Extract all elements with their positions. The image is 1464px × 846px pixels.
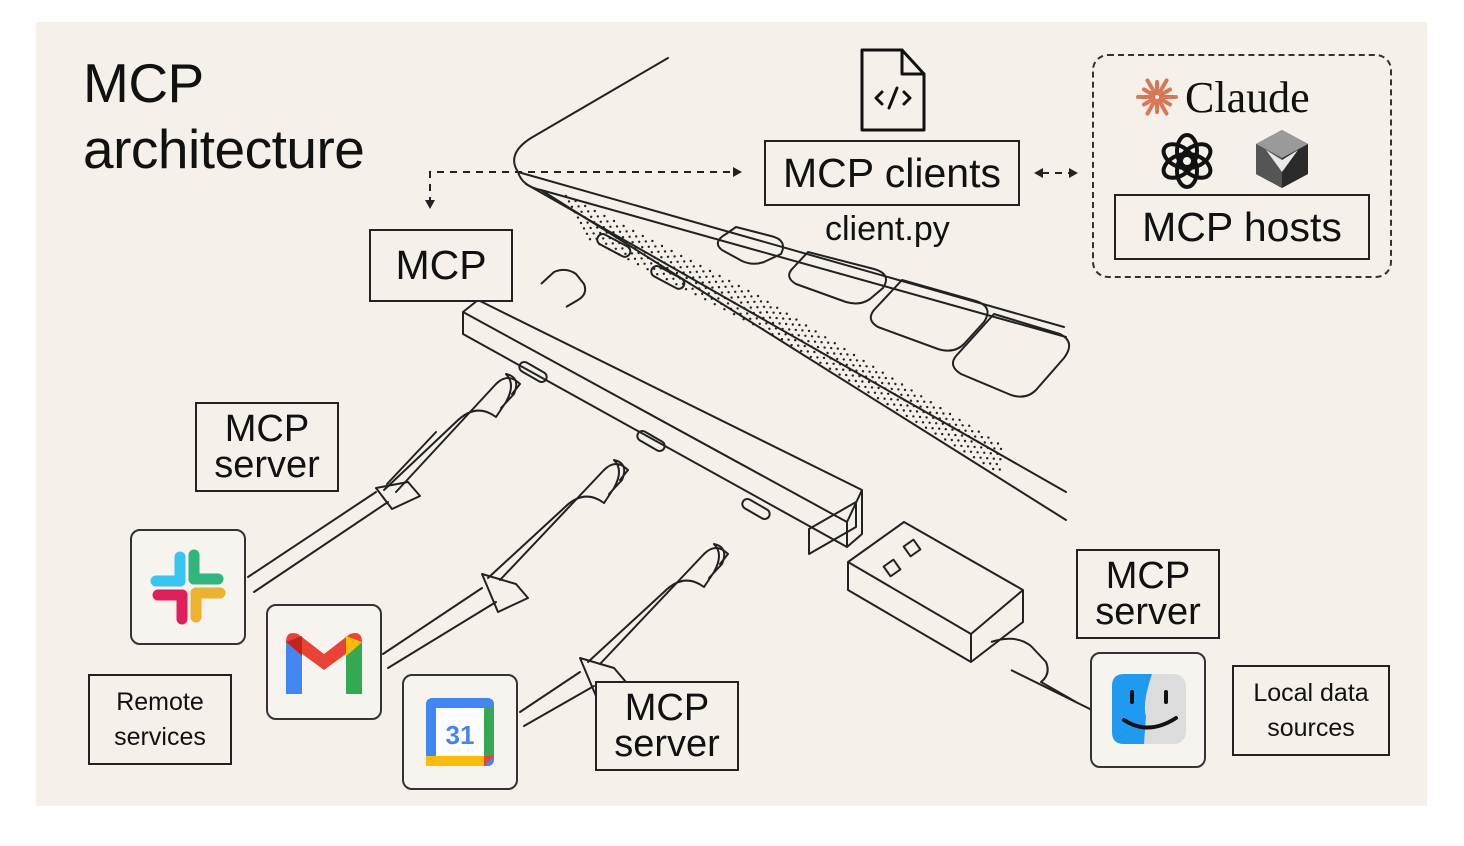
title-line-1: MCP [83, 52, 204, 114]
gmail-tile [266, 604, 382, 720]
calendar-tile: 31 [402, 674, 518, 790]
mcp-server-box-bottom: MCP server [595, 681, 739, 771]
mcp-label: MCP [395, 242, 487, 288]
laptop-ports [596, 233, 686, 290]
finder-tile [1090, 652, 1206, 768]
openai-icon [1161, 133, 1213, 189]
mcp-server-box-right: MCP server [1076, 549, 1220, 639]
local-data-sources-line-1: Local data [1253, 678, 1369, 707]
remote-services-line-1: Remote [116, 687, 204, 716]
title-line-2: architecture [83, 118, 365, 180]
cube-icon [1256, 130, 1308, 188]
local-data-sources-box: Local data sources [1232, 665, 1390, 756]
gmail-icon [286, 633, 362, 694]
mcp-server-bottom-line-2: server [614, 723, 720, 765]
speaker-grille [564, 194, 1003, 471]
google-calendar-icon: 31 [426, 698, 494, 766]
mcp-server-bottom-line-1: MCP [624, 687, 710, 729]
mcp-hosts-box: MCP hosts [1114, 194, 1370, 260]
calendar-day: 31 [446, 720, 475, 750]
mcp-server-top-line-1: MCP [224, 408, 310, 450]
remote-services-line-2: services [114, 722, 206, 751]
usb-a-plug [847, 521, 1097, 713]
slack-icon [150, 549, 226, 625]
mcp-clients-label: MCP clients [783, 149, 1001, 196]
mcp-server-right-line-1: MCP [1105, 555, 1191, 597]
mcp-hosts-label: MCP hosts [1142, 203, 1342, 250]
page-title: MCP architecture [83, 50, 365, 182]
usb-c-cables [247, 373, 729, 727]
slack-tile [130, 529, 246, 645]
laptop-illustration [513, 57, 1071, 521]
mcp-server-box-top: MCP server [195, 402, 339, 492]
diagram-panel: MCP architecture MCP clients client.py M… [36, 22, 1427, 806]
mcp-hosts-group [1092, 54, 1392, 278]
claude-sparkle-icon [1136, 78, 1178, 116]
connector-arrows [429, 171, 1072, 204]
remote-services-box: Remote services [88, 674, 232, 765]
mcp-server-top-line-2: server [214, 444, 320, 486]
mcp-server-right-line-2: server [1095, 591, 1201, 633]
code-file-icon [860, 48, 926, 132]
arrowheads [425, 167, 1078, 209]
claude-wordmark: Claude [1185, 73, 1310, 122]
illustration [247, 48, 1308, 727]
local-data-sources-line-2: sources [1267, 713, 1355, 742]
client-file-label: client.py [825, 210, 950, 248]
mcp-hub [462, 268, 863, 555]
mcp-box: MCP [369, 229, 513, 302]
finder-icon [1112, 674, 1186, 744]
mcp-clients-box: MCP clients [764, 140, 1020, 206]
